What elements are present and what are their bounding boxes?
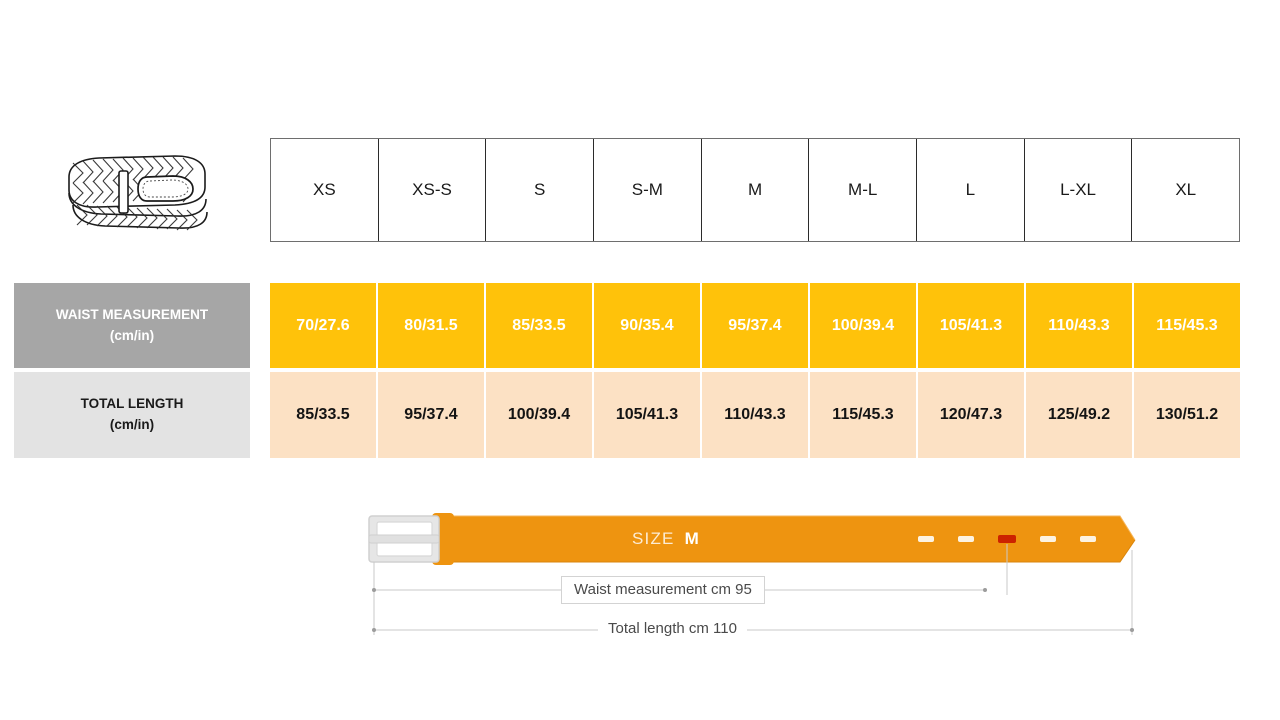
waist-value-cell: 115/45.3 xyxy=(1134,283,1240,368)
length-value-cell: 95/37.4 xyxy=(378,372,486,458)
waist-value-cell: 105/41.3 xyxy=(918,283,1026,368)
belt-buckle xyxy=(368,515,440,563)
total-length-row-label: TOTAL LENGTH (cm/in) xyxy=(14,372,250,458)
waist-value-cell: 95/37.4 xyxy=(702,283,810,368)
length-value-cell: 105/41.3 xyxy=(594,372,702,458)
waist-measurement-values: 70/27.6 80/31.5 85/33.5 90/35.4 95/37.4 … xyxy=(270,283,1240,368)
size-header-cell: L-XL xyxy=(1025,139,1133,241)
belt-hole xyxy=(1080,536,1096,542)
length-value-cell: 85/33.5 xyxy=(270,372,378,458)
size-header-cell: XS xyxy=(271,139,379,241)
length-value-cell: 110/43.3 xyxy=(702,372,810,458)
total-length-dimension-label: Total length cm 110 xyxy=(598,618,747,639)
product-icon xyxy=(55,143,215,243)
waist-value-cell: 80/31.5 xyxy=(378,283,486,368)
dimension-extension-lines xyxy=(373,544,1133,635)
waist-value-cell: 70/27.6 xyxy=(270,283,378,368)
size-header-cell: XL xyxy=(1175,180,1197,199)
belt-holes xyxy=(918,535,1096,543)
waist-value-cell: 100/39.4 xyxy=(810,283,918,368)
size-header-cell: S xyxy=(486,139,595,241)
total-length-values: 85/33.5 95/37.4 100/39.4 105/41.3 110/43… xyxy=(270,372,1240,458)
size-header-cell: M-L xyxy=(809,139,918,241)
size-header-cell: S-M xyxy=(594,139,702,241)
belt-measurement-diagram xyxy=(360,500,1160,660)
waist-value-cell: 110/43.3 xyxy=(1026,283,1134,368)
belt-hole-selected xyxy=(998,535,1016,543)
waist-value-cell: 90/35.4 xyxy=(594,283,702,368)
length-label-title: TOTAL LENGTH xyxy=(80,396,184,412)
belt-strap xyxy=(432,515,1136,563)
length-label-units: (cm/in) xyxy=(109,417,155,432)
length-value-cell: 115/45.3 xyxy=(810,372,918,458)
size-header-cell: L xyxy=(917,139,1025,241)
length-value-cell: 100/39.4 xyxy=(486,372,594,458)
waist-measurement-row-label: WAIST MEASUREMENT (cm/in) xyxy=(14,283,250,368)
length-value-cell: 120/47.3 xyxy=(918,372,1026,458)
size-header-table: XS XS-S S S-M M M-L L L-XL XL xyxy=(270,138,1240,242)
belt-hole xyxy=(958,536,974,542)
waist-dimension-label: Waist measurement cm 95 xyxy=(561,576,765,604)
belt-hole xyxy=(918,536,934,542)
total-length-dimension-line xyxy=(372,628,1134,632)
belt-hole xyxy=(1040,536,1056,542)
waist-value-cell: 85/33.5 xyxy=(486,283,594,368)
length-value-cell: 125/49.2 xyxy=(1026,372,1134,458)
waist-label-units: (cm/in) xyxy=(109,327,155,343)
size-header-cell: M xyxy=(702,139,810,241)
waist-label-title: WAIST MEASUREMENT xyxy=(55,306,209,322)
size-header-cell: XS-S xyxy=(379,139,487,241)
length-value-cell: 130/51.2 xyxy=(1134,372,1240,458)
